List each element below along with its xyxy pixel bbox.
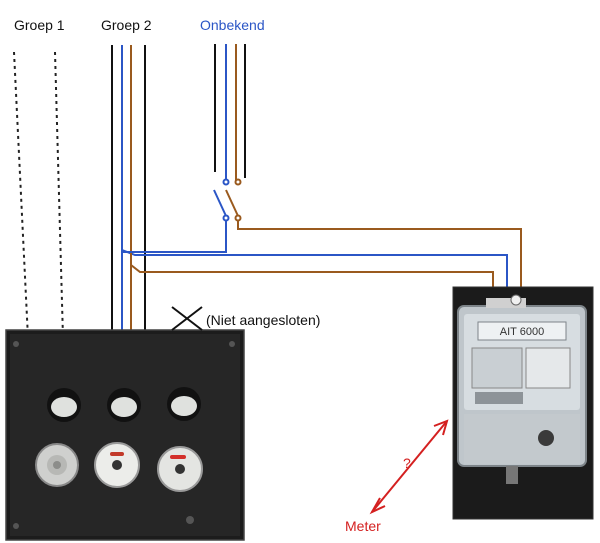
- label-question-mark: ?: [403, 455, 411, 471]
- double-pole-switch-icon: [122, 178, 522, 292]
- label-not-connected: (Niet aangesloten): [206, 312, 320, 328]
- label-groep-1: Groep 1: [14, 17, 65, 33]
- label-meter: Meter: [345, 518, 381, 534]
- meter-model-label: AIT 6000: [500, 326, 544, 338]
- fuse-indicator-3: [167, 387, 201, 421]
- onbekend-wires: [214, 44, 246, 182]
- electricity-meter: AIT 6000: [452, 286, 594, 520]
- fuse-cap-1: [35, 443, 79, 487]
- label-onbekend: Onbekend: [200, 17, 265, 33]
- fuse-indicator-2: [107, 388, 141, 422]
- fuse-cap-3: [157, 446, 203, 492]
- groep-1-wires: [13, 51, 64, 339]
- cross-mark-icon: [171, 306, 203, 331]
- groep-2-wires: [111, 45, 508, 338]
- double-headed-arrow-icon: [369, 419, 449, 515]
- label-groep-2: Groep 2: [101, 17, 152, 33]
- fuse-box: [5, 329, 245, 541]
- fuse-indicator-1: [47, 388, 81, 422]
- fuse-cap-2: [94, 442, 140, 488]
